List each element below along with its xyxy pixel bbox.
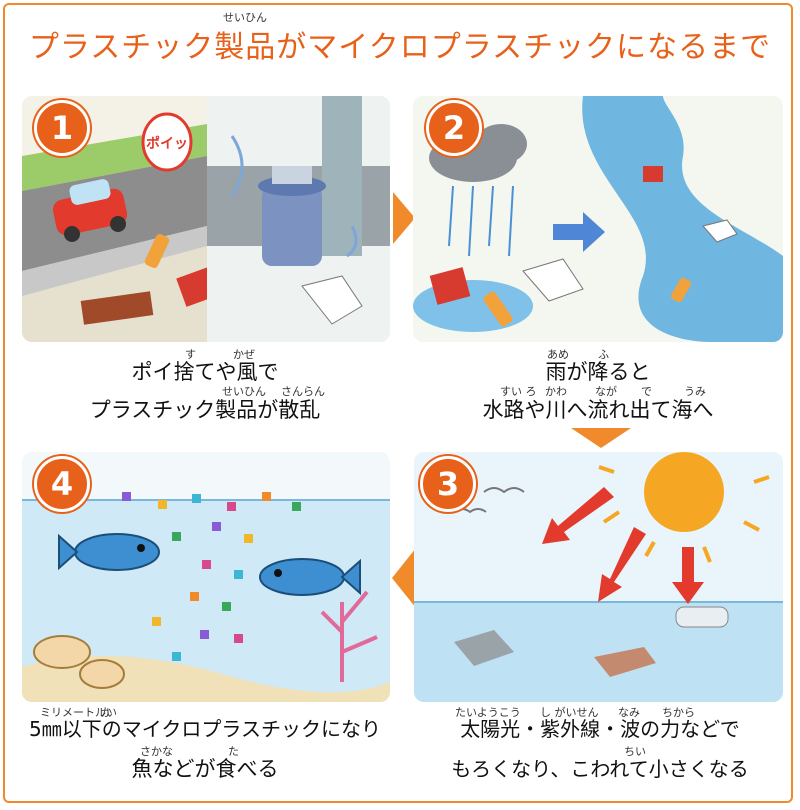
cap2b-ruby-4: で (641, 385, 652, 398)
panel-4-illustration (22, 452, 390, 702)
arrow-1-to-2 (393, 192, 415, 244)
step-3-badge: 3 (420, 456, 476, 512)
cap2-ruby-1: あめ (547, 348, 569, 361)
cap2b-ruby-1: すい ろ (500, 385, 537, 398)
bubble-text: ポイッ (146, 135, 188, 152)
cap4b-ruby-1: さかな (140, 745, 173, 758)
cap1b-ruby-1: せいひん (222, 385, 266, 398)
step-1-caption-line2: プラスチック製品が散乱 (89, 398, 321, 422)
step-4-caption-line1: 5㎜以下のマイクロプラスチックになり (29, 717, 381, 741)
step-2-caption-line2: 水路や川へ流れ出て海へ (482, 398, 714, 422)
step-4-caption-line2: 魚などが食べる (131, 757, 279, 781)
step-1-caption-line1: ポイ捨てや風で (131, 360, 279, 384)
title-ruby: せいひん (223, 11, 267, 24)
step-1-badge: 1 (34, 100, 90, 156)
cap3-ruby-1: たいようこう (455, 706, 521, 719)
cap1-ruby-2: かぜ (233, 348, 255, 361)
cap2b-ruby-3: なが (595, 385, 617, 398)
step-2-caption-line1: 雨が降ると (545, 360, 651, 384)
cap4b-ruby-2: た (228, 745, 239, 758)
cap3-ruby-2: し がいせん (540, 706, 599, 719)
arrow-2-to-3 (571, 428, 631, 448)
cap3-ruby-3: なみ (618, 706, 640, 719)
arrow-3-to-4 (392, 548, 416, 608)
cap2b-ruby-5: うみ (684, 385, 706, 398)
cap1b-ruby-2: さんらん (281, 385, 325, 398)
step-3-caption-line1: 太陽光・紫外線・波の力などで (460, 717, 740, 741)
cap2b-ruby-2: かわ (545, 385, 567, 398)
step-2-badge: 2 (426, 100, 482, 156)
step-3-caption-line2: もろくなり、こわれて小さくなる (451, 757, 749, 781)
panel-1-illustration: ポイッ (22, 96, 390, 342)
cap3b-ruby-1: ちい (624, 745, 646, 758)
step-4-badge: 4 (34, 456, 90, 512)
cap3-ruby-4: ちから (662, 706, 695, 719)
cap1-ruby-1: す (185, 348, 196, 361)
page-title: プラスチック製品がマイクロプラスチックになるまで (28, 30, 772, 65)
panel-3-illustration (414, 452, 783, 702)
cap2-ruby-2: ふ (598, 348, 609, 361)
cap4-ruby-2: か (101, 706, 112, 719)
cap4-ruby-1: ミリメートルい (40, 706, 117, 719)
